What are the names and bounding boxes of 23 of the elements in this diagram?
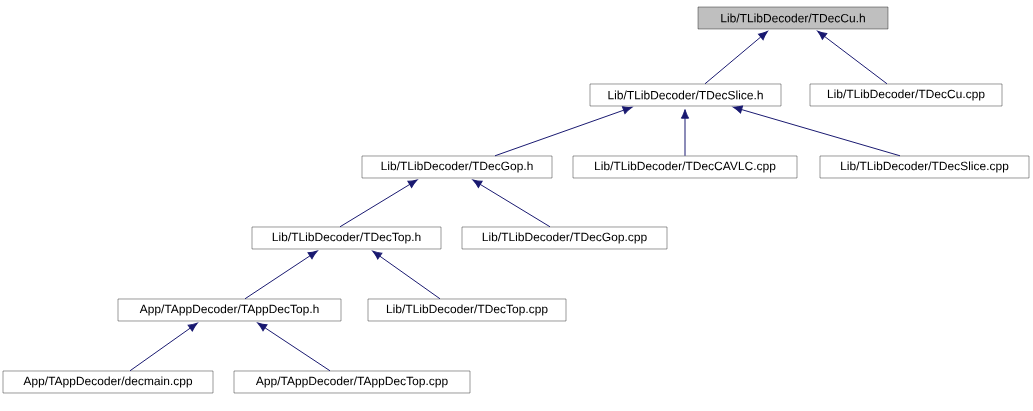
arrow	[339, 179, 418, 228]
arrow	[680, 109, 690, 157]
file-box: Lib/TLibDecoder/TDecCu.h	[697, 6, 889, 30]
arrow	[257, 322, 331, 372]
arrow	[372, 250, 441, 300]
file-box: App/TAppDecoder/decmain.cpp	[2, 370, 214, 394]
file-box: Lib/TLibDecoder/TDecCAVLC.cpp	[572, 155, 798, 179]
arrow	[472, 179, 551, 228]
arrow	[732, 105, 901, 157]
arrow	[494, 106, 633, 157]
arrow	[817, 30, 888, 85]
file-box: Lib/TLibDecoder/TDecGop.h	[361, 155, 553, 179]
file-box: Lib/TLibDecoder/TDecGop.cpp	[461, 226, 668, 250]
arrow	[129, 322, 198, 372]
arrow	[704, 30, 768, 85]
file-box: Lib/TLibDecoder/TDecSlice.h	[589, 83, 782, 107]
file-box: App/TAppDecoder/TAppDecTop.cpp	[233, 370, 471, 394]
file-box: Lib/TLibDecoder/TDecSlice.cpp	[819, 155, 1030, 179]
file-box: Lib/TLibDecoder/TDecCu.cpp	[809, 83, 1003, 107]
file-box: Lib/TLibDecoder/TDecTop.cpp	[367, 298, 567, 322]
arrow	[244, 250, 318, 300]
file-box: Lib/TLibDecoder/TDecTop.h	[251, 226, 442, 250]
file-box: App/TAppDecoder/TAppDecTop.h	[117, 298, 342, 322]
